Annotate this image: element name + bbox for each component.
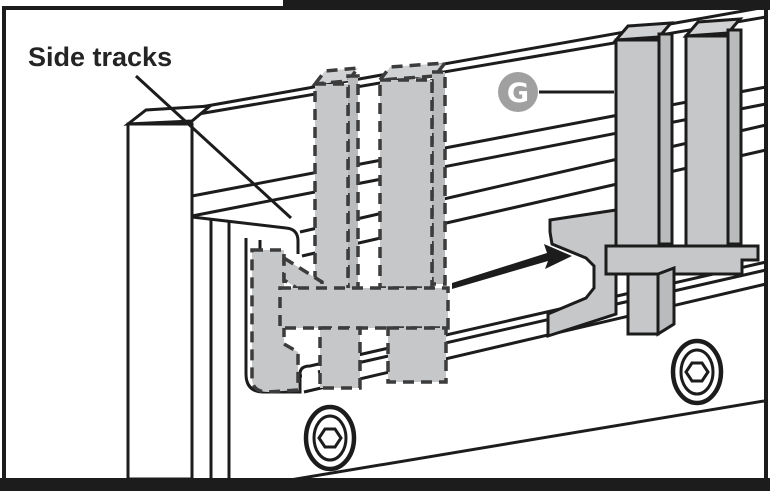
ghost-column-top	[311, 65, 362, 87]
side-tracks-label: Side tracks	[28, 42, 172, 72]
ghost-profile-leg	[318, 326, 362, 390]
ghost-column-front	[378, 78, 434, 290]
side-track-ghost	[250, 60, 450, 394]
post-top-face	[123, 104, 215, 126]
ghost-column-front	[313, 82, 350, 296]
part-column-front	[684, 34, 730, 250]
ghost-hook-profile	[250, 248, 300, 394]
badge-letter: G	[507, 78, 529, 109]
channel-outer-wall	[244, 238, 767, 394]
frame-top-thick-segment	[283, 0, 770, 10]
part-leg-side	[656, 265, 676, 337]
rail-face-top-edge	[303, 282, 767, 394]
ghost-column-side	[430, 70, 447, 286]
hex-socket-screw-icon	[670, 338, 724, 406]
part-profile-leg	[626, 272, 660, 336]
part-column-side	[726, 28, 743, 246]
hex-socket-screw-icon	[303, 404, 357, 472]
part-profile-bar	[604, 244, 760, 276]
ghost-column-top	[376, 60, 449, 83]
part-column-side	[657, 32, 674, 246]
side-tracks-callout: Side tracks	[28, 42, 293, 220]
badge-circle	[498, 72, 538, 112]
part-column-front	[614, 38, 661, 248]
insert-direction-arrow-icon	[452, 244, 572, 289]
post-front-face	[126, 122, 194, 481]
ghost-profile-block	[386, 326, 448, 384]
label-leader-line	[134, 74, 293, 220]
channel-mouth-line	[191, 215, 300, 254]
rail-bottom-edge	[229, 399, 765, 491]
part-column-top	[612, 21, 675, 42]
frame-bottom-thick-segment	[0, 478, 770, 491]
part-fork-profile	[546, 208, 618, 339]
part-badge-g: G	[498, 72, 614, 112]
side-track-part	[546, 17, 760, 339]
ghost-profile-bar	[278, 286, 450, 330]
